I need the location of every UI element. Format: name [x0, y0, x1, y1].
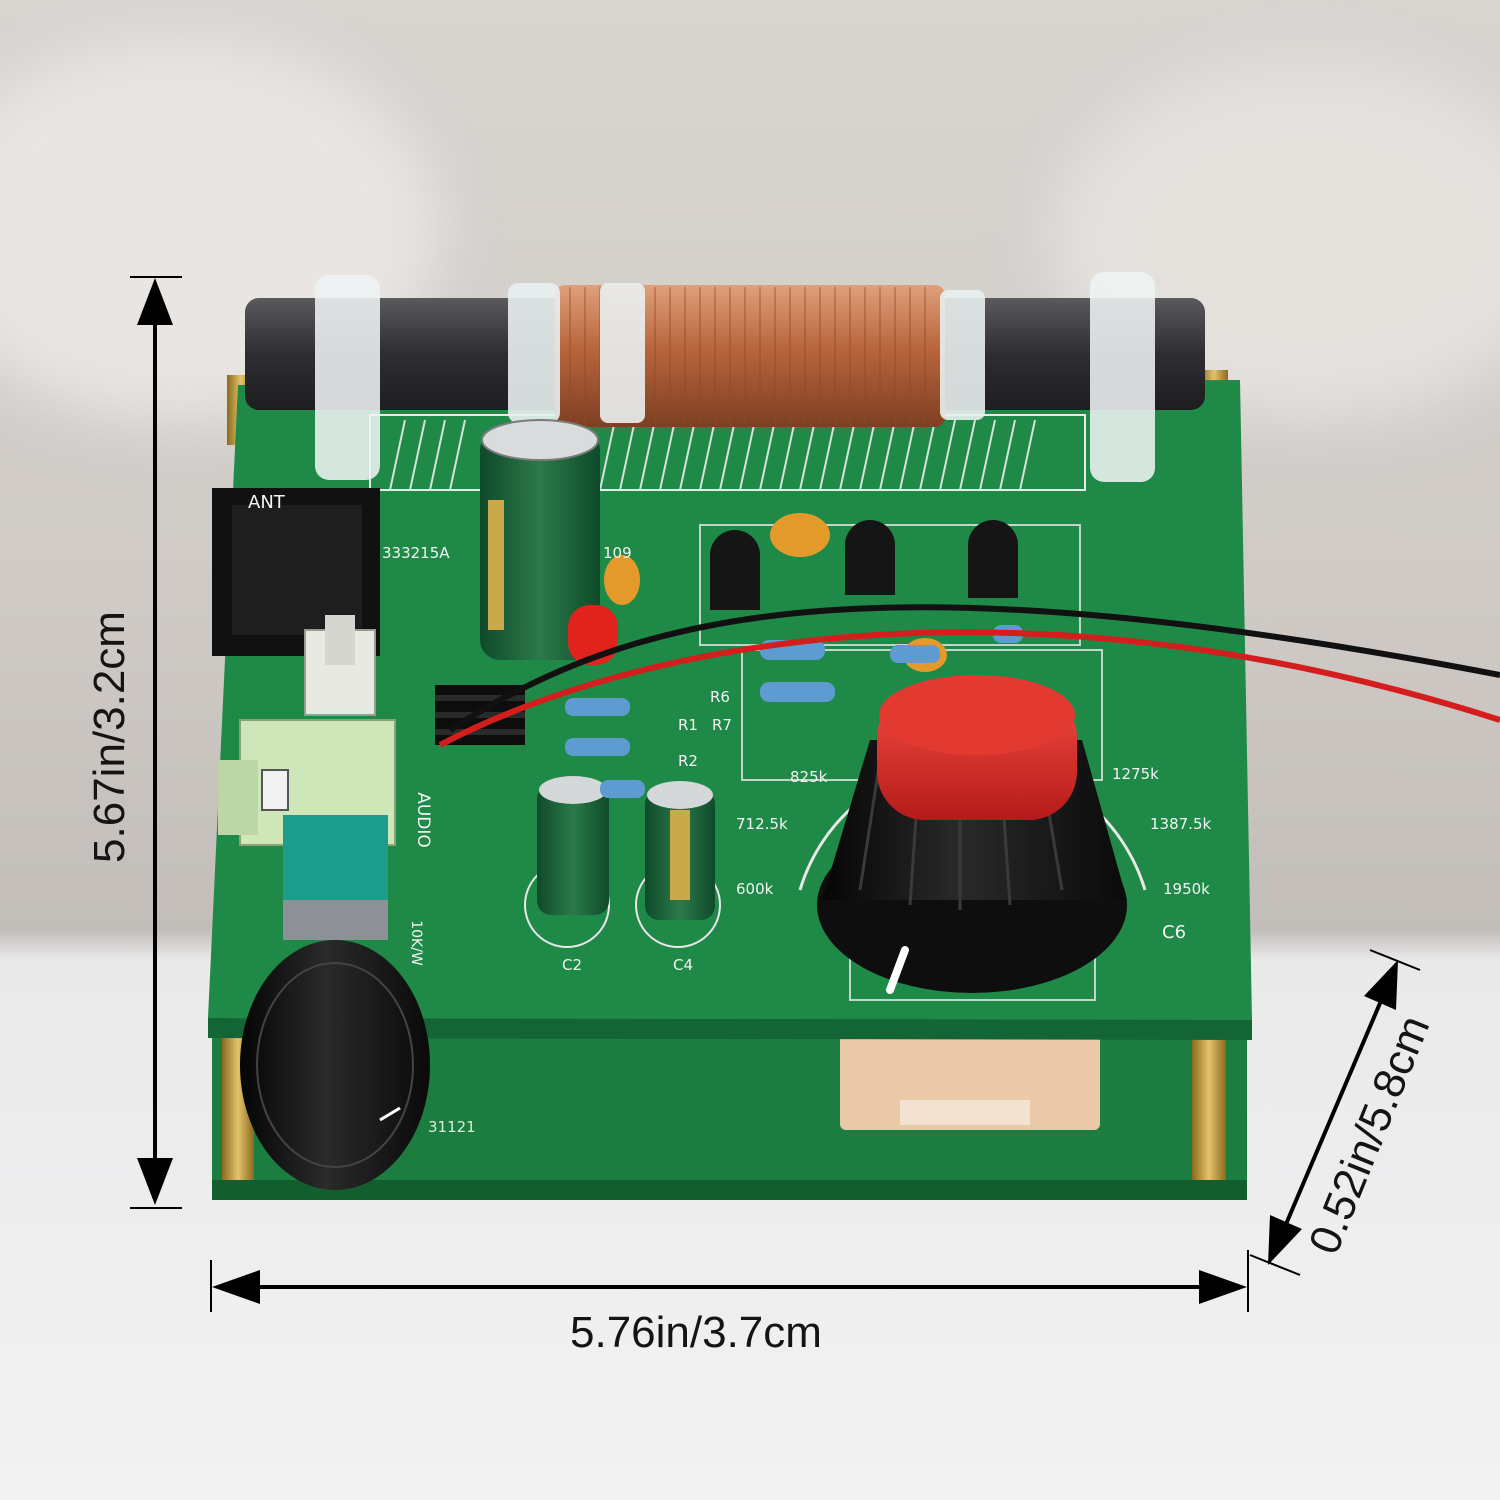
dimension-width	[210, 1250, 1249, 1312]
label-audio: AUDIO	[412, 792, 433, 848]
dial-1275k: 1275k	[1112, 765, 1159, 783]
label-volume-marking: 10K/W	[407, 920, 424, 966]
width-dimension-label: 5.76in/3.7cm	[570, 1308, 822, 1357]
dial-1950k: 1950k	[1163, 880, 1210, 898]
label-r6: R6	[710, 688, 730, 706]
red-led	[568, 605, 618, 665]
capacitor-c4	[645, 781, 715, 920]
height-dimension-label: 5.67in/3.2cm	[85, 611, 134, 863]
electrolytic-capacitor-large	[480, 419, 600, 660]
tuning-knob	[817, 675, 1127, 994]
capacitor-c2	[537, 776, 609, 915]
ceramic-capacitor-3	[604, 555, 640, 605]
label-part-code: 333215A	[382, 544, 450, 562]
ceramic-capacitor	[770, 513, 830, 557]
label-c6: C6	[1162, 922, 1187, 943]
transistor-1	[710, 530, 760, 610]
dial-600k: 600k	[736, 880, 774, 898]
label-c4: C4	[673, 956, 694, 974]
ferrite-rod-antenna	[245, 272, 1205, 482]
volume-potentiometer	[240, 815, 430, 1190]
label-r2: R2	[678, 752, 698, 770]
label-serial: 31121	[428, 1118, 476, 1136]
dial-712k: 712.5k	[736, 815, 788, 833]
label-c2: C2	[562, 956, 583, 974]
transistor-2	[845, 520, 895, 595]
label-r7: R7	[712, 716, 732, 734]
transistor-3	[968, 520, 1018, 598]
power-switch	[304, 615, 376, 716]
dial-1387k: 1387.5k	[1150, 815, 1212, 833]
dial-825k: 825k	[790, 768, 828, 786]
label-r1: R1	[678, 716, 698, 734]
label-version: 109	[603, 544, 632, 562]
dimension-depth	[1249, 949, 1421, 1276]
dimension-height	[130, 276, 182, 1209]
label-ant: ANT	[248, 492, 285, 513]
